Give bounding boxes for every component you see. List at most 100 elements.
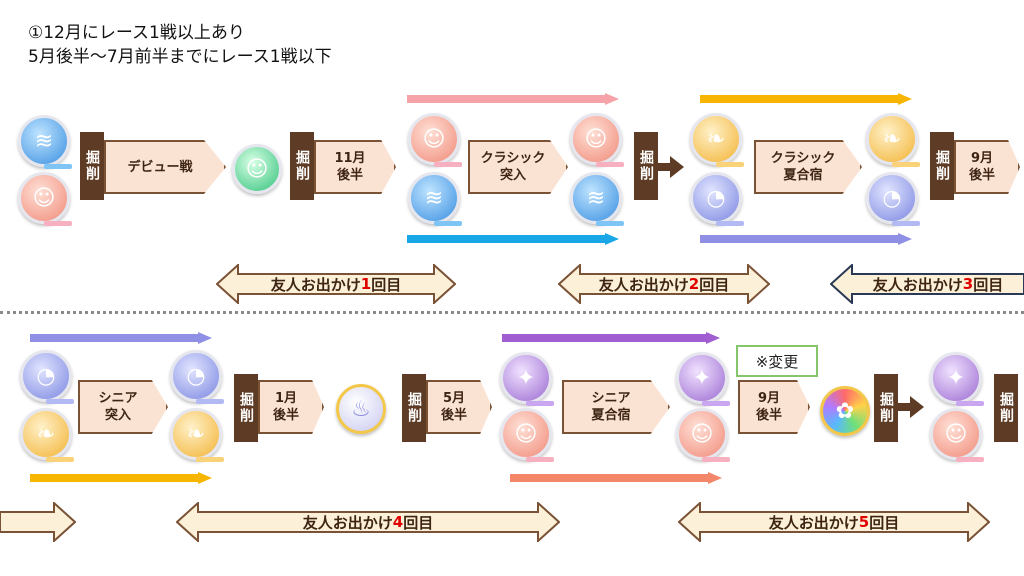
wit-skill-icon: ✦ bbox=[676, 352, 728, 404]
guts-skill-icon: ◔ bbox=[170, 350, 222, 402]
outing-prefix: 友人お出かけ bbox=[768, 513, 859, 532]
onsen-icon: ♨ bbox=[336, 384, 386, 434]
sep-late-box-2: 9月 後半 bbox=[738, 380, 810, 434]
kussaku-label: 掘削 bbox=[874, 374, 898, 442]
arrow-bar-salmon bbox=[510, 472, 722, 484]
power-skill-icon: ☺ bbox=[500, 408, 552, 460]
stamina-tag bbox=[46, 457, 74, 462]
classic-entry-box: クラシック 突入 bbox=[468, 140, 568, 194]
stamina-skill-icon: ❧ bbox=[690, 113, 742, 165]
power-tag bbox=[44, 221, 72, 226]
guts-skill-icon: ◔ bbox=[690, 172, 742, 224]
kussaku-label: 掘削 bbox=[290, 132, 314, 200]
wit-skill-icon: ✦ bbox=[500, 352, 552, 404]
speed-skill-icon: ≋ bbox=[18, 115, 70, 167]
power-tag bbox=[956, 457, 984, 462]
wit-tag bbox=[526, 401, 554, 406]
kussaku-label: 掘削 bbox=[930, 132, 954, 200]
arrow-bar-yellow bbox=[700, 93, 912, 105]
guts-tag bbox=[892, 221, 920, 226]
outing-prefix: 友人お出かけ bbox=[302, 513, 393, 532]
outing-number: 5 bbox=[858, 513, 870, 531]
speed-skill-icon: ≋ bbox=[570, 172, 622, 224]
outing-prefix: 友人お出かけ bbox=[270, 275, 361, 294]
kussaku-label: 掘削 bbox=[634, 132, 658, 200]
power-skill-icon: ☺ bbox=[18, 172, 70, 224]
senior-camp-box: シニア 夏合宿 bbox=[562, 380, 670, 434]
stamina-skill-icon: ❧ bbox=[170, 408, 222, 460]
classic-camp-box: クラシック 夏合宿 bbox=[754, 140, 862, 194]
kussaku-label: 掘削 bbox=[994, 374, 1018, 442]
classic-camp-label: クラシック 夏合宿 bbox=[770, 151, 836, 183]
friend-outing-prev bbox=[0, 502, 76, 542]
nov-late-box: 11月 後半 bbox=[314, 140, 396, 194]
outing-prefix: 友人お出かけ bbox=[598, 275, 689, 294]
stamina-skill-icon: ❧ bbox=[866, 113, 918, 165]
outing-suffix: 回目 bbox=[973, 275, 1004, 294]
sep-late-box: 9月 後半 bbox=[954, 140, 1020, 194]
guts-tag bbox=[46, 399, 74, 404]
change-note-text: ※変更 bbox=[755, 352, 799, 371]
senior-camp-label: シニア 夏合宿 bbox=[591, 391, 631, 423]
wit-skill-icon: ✦ bbox=[930, 352, 982, 404]
kussaku-label: 掘削 bbox=[402, 374, 426, 442]
outing-prefix: 友人お出かけ bbox=[872, 275, 963, 294]
arrow-bar-lavender bbox=[30, 332, 212, 344]
rainbow-skill-icon: ✿ bbox=[820, 386, 870, 436]
speed-tag bbox=[44, 164, 72, 169]
outing-suffix: 回目 bbox=[403, 513, 434, 532]
stamina-tag bbox=[892, 162, 920, 167]
arrow-bar-blue bbox=[407, 233, 619, 245]
outing-number: 4 bbox=[392, 513, 404, 531]
senior-entry-box: シニア 突入 bbox=[78, 380, 168, 434]
arrow-bar-purple bbox=[502, 332, 720, 344]
kussaku-label: 掘削 bbox=[80, 132, 104, 200]
outing-suffix: 回目 bbox=[371, 275, 402, 294]
arrow-bar-lavender bbox=[700, 233, 912, 245]
power-tag bbox=[526, 457, 554, 462]
green-skill-icon: ☺ bbox=[232, 144, 282, 194]
power-tag bbox=[702, 457, 730, 462]
senior-entry-label: シニア 突入 bbox=[98, 391, 138, 423]
outing-number: 3 bbox=[962, 275, 974, 293]
stamina-skill-icon: ❧ bbox=[20, 408, 72, 460]
debut-label: デビュー戦 bbox=[127, 159, 193, 175]
kussaku-label: 掘削 bbox=[234, 374, 258, 442]
jan-late-box: 1月 後半 bbox=[258, 380, 324, 434]
sep-late-label: 9月 後半 bbox=[968, 151, 995, 183]
outing-number: 2 bbox=[688, 275, 700, 293]
power-tag bbox=[434, 162, 462, 167]
outing-suffix: 回目 bbox=[699, 275, 730, 294]
speed-skill-icon: ≋ bbox=[408, 172, 460, 224]
guts-tag bbox=[716, 221, 744, 226]
may-late-label: 5月 後半 bbox=[440, 391, 467, 423]
power-skill-icon: ☺ bbox=[930, 408, 982, 460]
classic-entry-label: クラシック 突入 bbox=[480, 151, 546, 183]
outing-number: 1 bbox=[360, 275, 372, 293]
wit-tag bbox=[956, 401, 984, 406]
stamina-tag bbox=[716, 162, 744, 167]
power-skill-icon: ☺ bbox=[570, 113, 622, 165]
condition-line-1: ①12月にレース1戦以上あり bbox=[28, 23, 245, 43]
speed-tag bbox=[434, 221, 462, 226]
speed-tag bbox=[596, 221, 624, 226]
arrow-bar-pink bbox=[407, 93, 619, 105]
power-tag bbox=[596, 162, 624, 167]
right-arrow-icon bbox=[658, 156, 684, 178]
section-divider bbox=[0, 311, 1024, 314]
right-arrow-icon bbox=[898, 396, 924, 418]
power-skill-icon: ☺ bbox=[676, 408, 728, 460]
condition-line-2: 5月後半～7月前半までにレース1戦以下 bbox=[28, 47, 332, 67]
outing-suffix: 回目 bbox=[869, 513, 900, 532]
debut-race-box: デビュー戦 bbox=[104, 140, 226, 194]
nov-late-label: 11月 後半 bbox=[334, 151, 366, 183]
sep-late-label-2: 9月 後半 bbox=[755, 391, 782, 423]
guts-skill-icon: ◔ bbox=[20, 350, 72, 402]
guts-tag bbox=[196, 399, 224, 404]
change-note: ※変更 bbox=[736, 345, 818, 377]
